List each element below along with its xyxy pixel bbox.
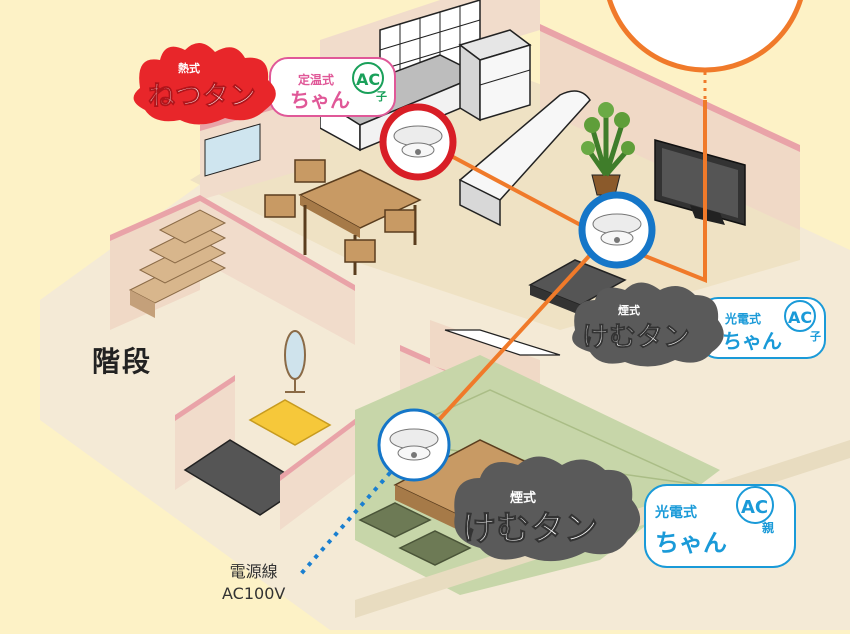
heat-detector — [379, 103, 457, 181]
middle-wall — [200, 200, 355, 345]
coffee-table-side — [530, 285, 580, 315]
smoke-parent-subtype: 光電式 — [654, 504, 697, 521]
back-wall-right-top — [540, 24, 800, 152]
smoke-parent-badge: 煙式 けむタン 光電式 ちゃん AC 親 — [454, 456, 796, 568]
power-voltage-text: AC100V — [222, 584, 286, 603]
entry-wall-top — [175, 375, 235, 421]
entry-right-wall-top — [280, 415, 360, 481]
smoke-parent-role: 親 — [762, 520, 774, 535]
stair-wall-top — [110, 195, 200, 241]
heat-badge: 熱式 ねつタン 定温式 ちゃん AC 子 — [133, 42, 396, 125]
heat-ac: AC — [356, 70, 380, 89]
power-wire — [298, 448, 412, 577]
staircase — [128, 209, 227, 318]
sofa — [444, 329, 561, 356]
smoke-parent-ac: AC — [741, 497, 768, 518]
heat-name: ねつタン — [148, 81, 256, 112]
smoke-detector-child — [578, 191, 656, 269]
entry-mat — [248, 399, 332, 446]
smoke-child-subtype: 光電式 — [724, 311, 761, 326]
potted-plant — [581, 102, 635, 196]
smoke-child-suffix: ちゃん — [722, 329, 782, 353]
callout-circle — [607, 0, 803, 73]
smoke-parent-suffix: ちゃん — [655, 529, 727, 557]
heat-type-label: 熱式 — [178, 61, 200, 75]
smoke-child-ac: AC — [788, 308, 812, 327]
smoke-parent-name: けむタン — [462, 509, 598, 549]
dining-set — [264, 159, 422, 275]
smoke-detector-parent — [377, 408, 451, 482]
power-line-label: 電源線 AC100V — [222, 561, 285, 605]
heat-role: 子 — [376, 90, 387, 103]
entry-right-wall — [280, 420, 360, 530]
smoke-child-role: 子 — [810, 330, 821, 343]
television — [654, 139, 746, 226]
smoke-child-type-label: 煙式 — [618, 303, 640, 317]
smoke-child-badge: 煙式 けむタン 光電式 ちゃん AC 子 — [572, 282, 826, 367]
entry-wall — [175, 380, 235, 490]
interconnect-wires — [423, 100, 707, 437]
heat-subtype: 定温式 — [298, 72, 334, 87]
smoke-parent-type-label: 煙式 — [510, 490, 536, 506]
heat-suffix: ちゃん — [290, 88, 350, 112]
middle-wall-top — [200, 195, 355, 291]
stairs-label: 階段 — [92, 345, 153, 378]
window-frame — [204, 123, 261, 177]
standing-mirror — [284, 330, 306, 393]
smoke-child-name: けむタン — [582, 322, 690, 353]
power-line-text: 電源線 — [229, 562, 278, 581]
refrigerator — [458, 29, 532, 122]
